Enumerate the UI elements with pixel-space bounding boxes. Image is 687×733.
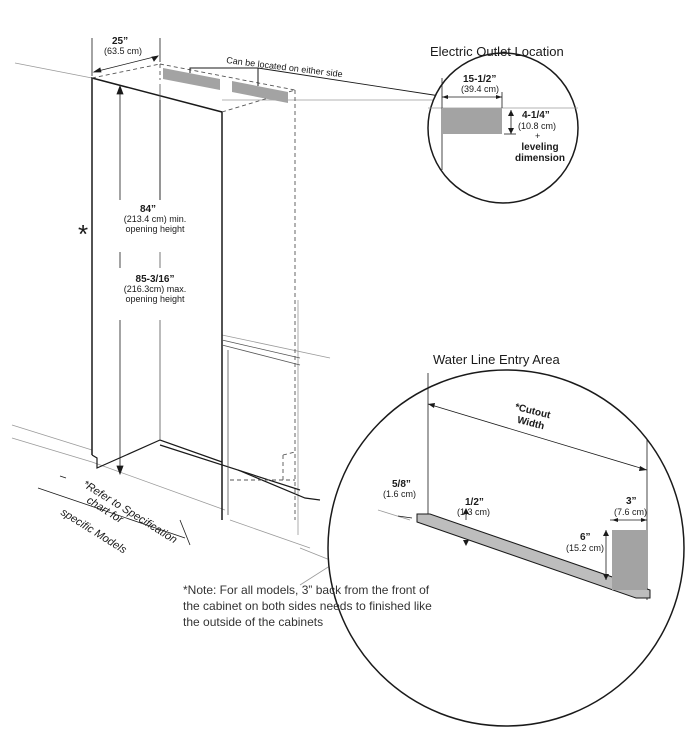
outlet-width-sub: (39.4 cm) [461,84,499,94]
max-height-sub1: (216.3cm) max. [124,284,187,294]
opening-outline [91,77,223,520]
note-line-1: *Note: For all models, 3” back from the … [183,583,430,597]
d1-sub: (1.6 cm) [383,489,416,499]
water-detail [327,369,685,727]
cabinet-opening [91,77,321,520]
min-height-label: 84” [140,204,156,215]
asterisk-mark: * [78,219,88,249]
outlet-zones [163,67,441,103]
water-entry-area [612,530,647,590]
d1-label: 5/8” [392,479,411,490]
room-guide-lines [11,62,440,561]
note-line-3: the outside of the cabinets [183,615,323,629]
depth-dimension [37,475,191,546]
outlet-height-sub: (10.8 cm) [518,121,556,131]
max-height-label: 85-3/16” [136,274,175,285]
max-height-sub2: opening height [125,294,185,304]
width-dimension [91,38,161,76]
opening-floor [91,439,223,469]
water-title: Water Line Entry Area [433,352,560,367]
d2-sub: (1.3 cm) [457,507,490,517]
outlet-area [442,108,502,134]
outlet-plus: + [535,131,540,141]
width-sub-label: (63.5 cm) [104,46,142,56]
outlet-title: Electric Outlet Location [430,44,564,59]
note-line-2: the cabinet on both sides needs to finis… [183,599,432,613]
min-height-sub2: opening height [125,224,185,234]
d4-label: 6” [580,532,591,543]
d4-sub: (15.2 cm) [566,543,604,553]
d3-sub: (7.6 cm) [614,507,647,517]
outlet-height-label: 4-1/4” [522,110,550,121]
min-height-sub1: (213.4 cm) min. [124,214,187,224]
outlet-width-label: 15-1/2” [463,74,496,85]
outlet-leveling-2: dimension [515,153,565,164]
d3-label: 3” [626,496,637,507]
d2-label: 1/2” [465,497,484,508]
outlet-leveling-1: leveling [521,142,558,153]
width-label: 25” [112,36,128,47]
outlet-side-label: Can be located on either side [226,55,343,79]
outlet-detail [427,52,579,204]
